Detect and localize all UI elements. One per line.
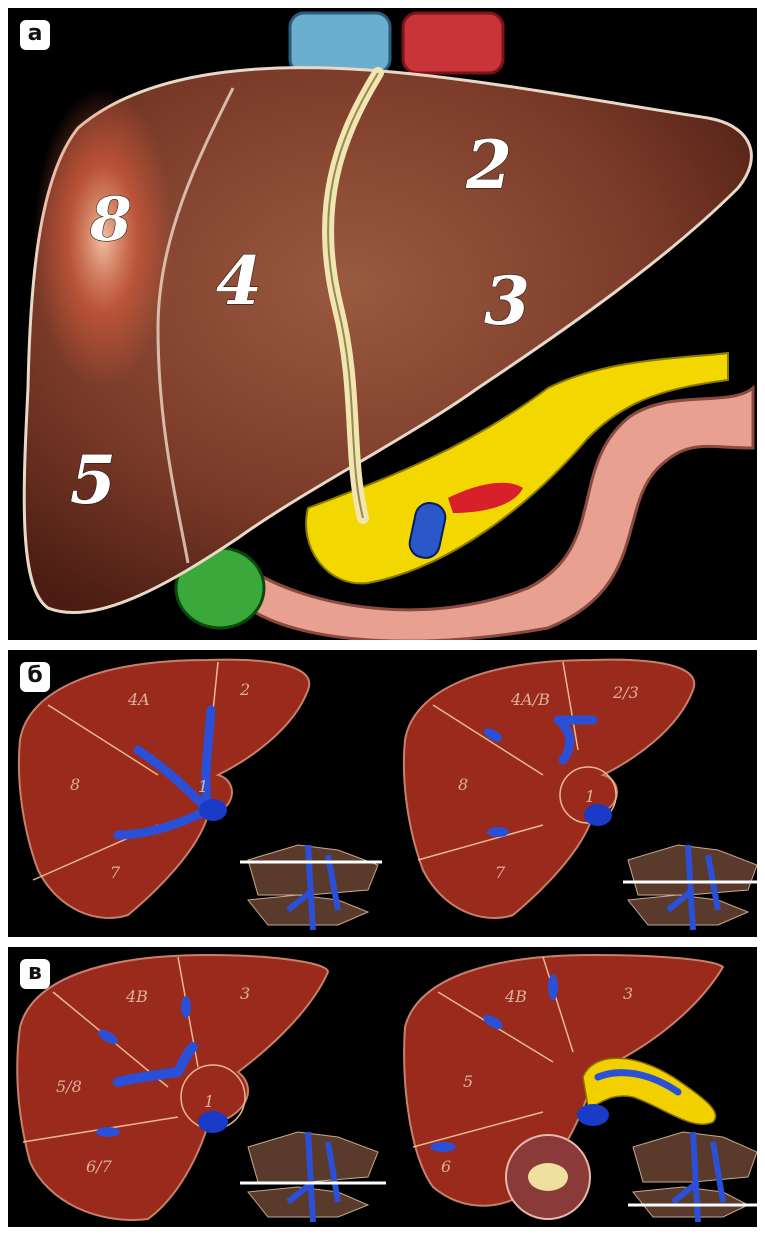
segment-label-4: 4 [216,242,262,320]
vein-branch [430,1142,456,1152]
label-6: 6 [441,1157,451,1176]
vein-branch [96,1127,120,1137]
label-7: 7 [495,863,506,882]
label-6-7: 6/7 [86,1157,113,1176]
panel-badge-a: а [20,20,50,50]
label-5-8: 5/8 [56,1077,82,1096]
label-4a: 4A [127,690,150,709]
segment-label-5: 5 [70,441,116,519]
label-3: 3 [240,984,250,1003]
ivc [577,1104,609,1126]
ivc [198,1111,228,1133]
segment-label-3: 3 [484,262,530,340]
liver-illustration: 8 4 2 3 5 [8,8,757,640]
aorta-vessel [403,13,503,73]
label-8: 8 [458,775,468,794]
cross-sections-b: 4A 2 8 1 7 4A/B 2/3 8 1 [8,650,757,937]
label-4b: 4B [504,987,527,1006]
label-1: 1 [204,1092,214,1111]
inset-thumbnail [628,1127,757,1222]
label-8: 8 [70,775,80,794]
vein-branch [548,974,558,1000]
label-4b: 4B [125,987,148,1006]
panel-a-liver-illustration: 8 4 2 3 5 а [8,8,757,640]
panel-c-liver-cross-sections: 4B 3 5/8 1 6/7 4B [8,947,757,1227]
kidney-pelvis [528,1163,568,1191]
label-2-3: 2/3 [612,683,639,702]
ivc-vessel [290,13,390,73]
label-2: 2 [239,680,250,699]
panel-badge-b: б [20,662,50,692]
label-1: 1 [585,787,595,806]
ivc [584,804,612,826]
label-1: 1 [198,777,208,796]
panel-b-liver-cross-sections: 4A 2 8 1 7 4A/B 2/3 8 1 [8,650,757,937]
vein-branch [181,996,191,1018]
cross-sections-c: 4B 3 5/8 1 6/7 4B [8,947,757,1227]
inset-thumbnail [240,1127,386,1222]
label-7: 7 [110,863,121,882]
panel-badge-c: в [20,959,50,989]
segment-label-2: 2 [465,126,512,204]
ivc [199,799,227,821]
label-3: 3 [623,984,633,1003]
label-4ab: 4A/B [510,690,550,709]
label-5: 5 [463,1072,473,1091]
inset-thumbnail [623,835,757,930]
vein-branch [487,827,509,837]
segment-label-8: 8 [89,185,132,255]
inset-thumbnail [240,835,382,930]
